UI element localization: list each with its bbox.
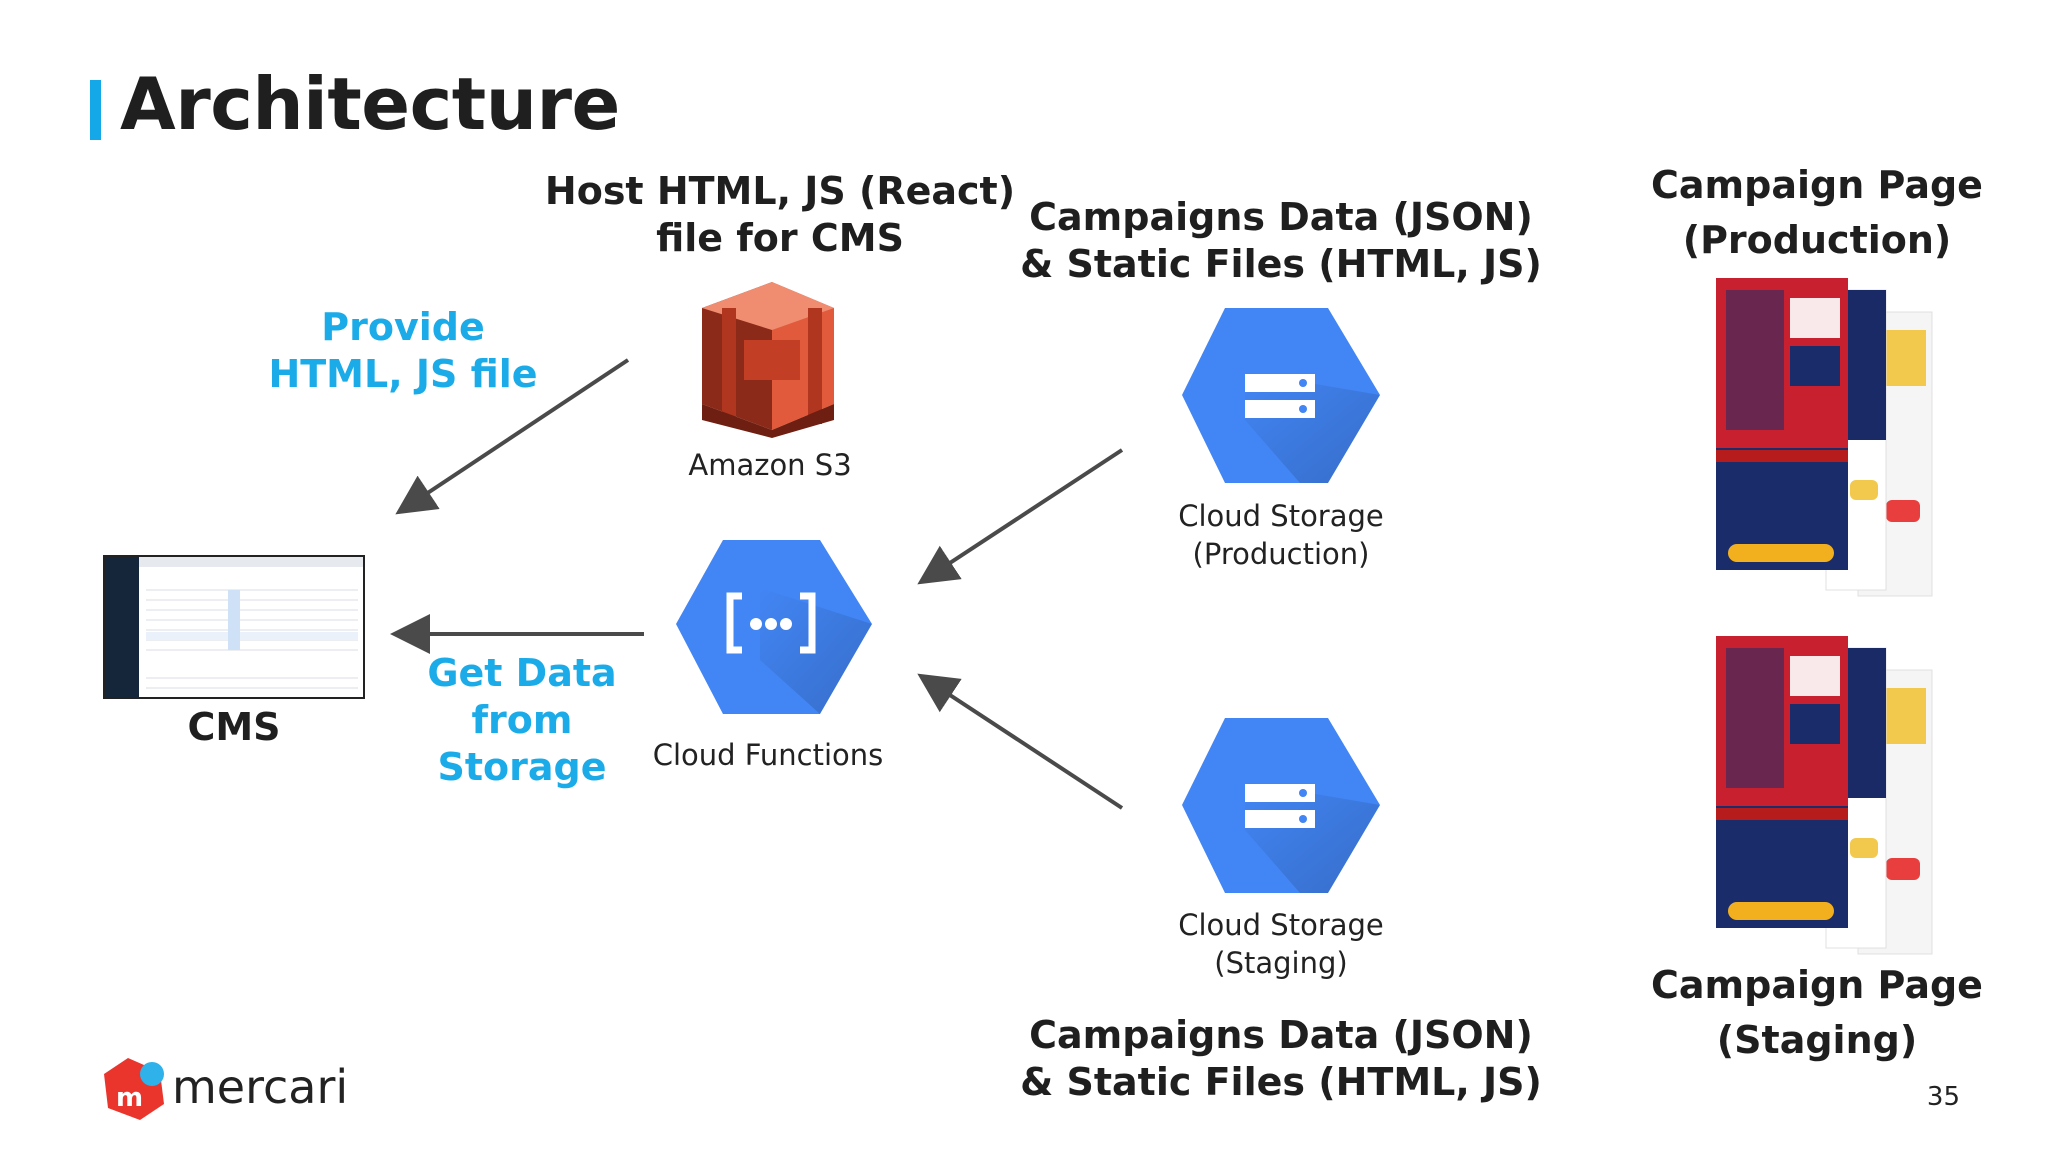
campaign-page-thumbnail bbox=[1716, 636, 1933, 955]
s3-heading-line2: file for CMS bbox=[656, 216, 904, 260]
cloud-storage-icon bbox=[1182, 718, 1380, 893]
campaign-stg-line2: (Staging) bbox=[1716, 1018, 1918, 1062]
get-data-label: Get Data from Storage bbox=[382, 650, 662, 791]
arrow-stg-storage-to-functions bbox=[917, 673, 1124, 810]
prod-storage-heading-line1: Campaigns Data (JSON) bbox=[1029, 195, 1533, 239]
campaign-stg-line1: Campaign Page bbox=[1651, 963, 1983, 1007]
get-data-line1: Get Data bbox=[427, 651, 617, 695]
stg-storage-heading-line1: Campaigns Data (JSON) bbox=[1029, 1013, 1533, 1057]
s3-name: Amazon S3 bbox=[688, 448, 852, 482]
mercari-logo-icon: m bbox=[104, 1058, 164, 1120]
s3-heading: Host HTML, JS (React) file for CMS bbox=[530, 168, 1030, 262]
campaign-page-thumbnail bbox=[1716, 278, 1933, 597]
get-data-line3: Storage bbox=[437, 745, 607, 789]
stg-storage-heading: Campaigns Data (JSON) & Static Files (HT… bbox=[1011, 1012, 1551, 1106]
stg-storage-heading-line2: & Static Files (HTML, JS) bbox=[1020, 1060, 1542, 1104]
stg-storage-line1: Cloud Storage bbox=[1178, 908, 1384, 942]
arrow-s3-to-cms bbox=[395, 358, 630, 515]
provide-line1: Provide bbox=[321, 305, 485, 349]
title-accent-bar bbox=[90, 80, 101, 140]
campaign-prod-line1: Campaign Page bbox=[1651, 163, 1983, 207]
prod-storage-label: Cloud Storage (Production) bbox=[1131, 497, 1431, 573]
prod-storage-heading-line2: & Static Files (HTML, JS) bbox=[1020, 242, 1542, 286]
cloud-storage-icon bbox=[1182, 308, 1380, 483]
cms-label: CMS bbox=[187, 705, 281, 749]
provide-line2: HTML, JS file bbox=[268, 352, 538, 396]
provide-label: Provide HTML, JS file bbox=[243, 304, 563, 398]
stg-storage-label: Cloud Storage (Staging) bbox=[1131, 906, 1431, 982]
campaign-prod-line2: (Production) bbox=[1682, 218, 1952, 262]
cms-screenshot bbox=[103, 555, 365, 699]
get-data-line2: from bbox=[471, 698, 573, 742]
prod-storage-line1: Cloud Storage bbox=[1178, 499, 1384, 533]
campaign-stg-heading: Campaign Page (Staging) bbox=[1634, 958, 2000, 1068]
campaign-prod-heading: Campaign Page (Production) bbox=[1634, 158, 2000, 268]
prod-storage-heading: Campaigns Data (JSON) & Static Files (HT… bbox=[1011, 194, 1551, 288]
amazon-s3-icon bbox=[702, 282, 834, 438]
stg-storage-line2: (Staging) bbox=[1214, 946, 1348, 980]
prod-storage-line2: (Production) bbox=[1192, 537, 1370, 571]
arrow-prod-storage-to-functions bbox=[917, 448, 1124, 585]
page-number: 35 bbox=[1926, 1082, 1960, 1112]
s3-heading-line1: Host HTML, JS (React) bbox=[544, 169, 1016, 213]
brand-name: mercari bbox=[172, 1060, 349, 1114]
mercari-logo-letter: m bbox=[116, 1083, 143, 1113]
cloud-functions-icon bbox=[676, 540, 872, 714]
slide-title: Architecture bbox=[120, 62, 620, 146]
functions-label: Cloud Functions bbox=[652, 738, 884, 772]
